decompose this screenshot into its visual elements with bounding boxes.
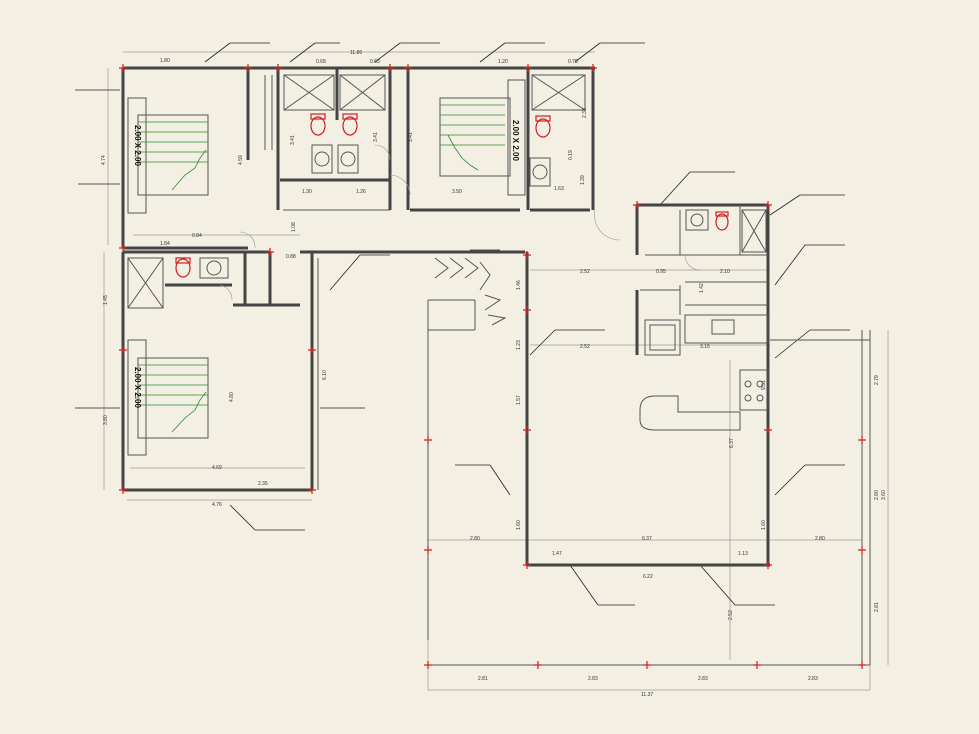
svg-text:0.84: 0.84	[192, 233, 202, 239]
svg-text:6.10: 6.10	[322, 370, 328, 380]
bed-3-size: 2.00 X 2.00	[133, 367, 142, 408]
svg-text:0.78: 0.78	[568, 59, 578, 65]
svg-text:3.80: 3.80	[103, 415, 109, 425]
svg-text:1.20: 1.20	[498, 59, 508, 65]
svg-text:4.69: 4.69	[212, 465, 222, 471]
svg-text:1.39: 1.39	[580, 175, 586, 185]
walls	[121, 66, 871, 666]
svg-text:6.37: 6.37	[642, 536, 652, 542]
svg-text:2.80: 2.80	[874, 490, 880, 500]
bed-1-size: 2.00 X 2.00	[133, 125, 142, 166]
svg-text:1.57: 1.57	[516, 395, 522, 405]
leader-lines	[75, 42, 850, 606]
dimension-lines	[103, 51, 889, 691]
svg-text:1.08: 1.08	[291, 222, 297, 232]
bed-2: 2.00 X 2.00	[439, 79, 526, 196]
svg-text:1.47: 1.47	[552, 551, 562, 557]
toilets	[175, 113, 729, 278]
bed-3: 2.00 X 2.00	[127, 339, 209, 456]
svg-text:4.76: 4.76	[212, 502, 222, 508]
svg-text:1.46: 1.46	[516, 280, 522, 290]
svg-text:2.53: 2.53	[728, 610, 734, 620]
svg-text:0.88: 0.88	[286, 254, 296, 260]
column-markers	[119, 64, 866, 669]
svg-text:6.22: 6.22	[643, 574, 653, 580]
svg-text:1.26: 1.26	[356, 189, 366, 195]
svg-text:11.86: 11.86	[350, 50, 362, 56]
svg-text:4.80: 4.80	[229, 392, 235, 402]
svg-text:11.37: 11.37	[641, 692, 653, 698]
svg-text:1.45: 1.45	[103, 295, 109, 305]
svg-text:2.10: 2.10	[720, 269, 730, 275]
stairs	[434, 257, 507, 326]
svg-text:3.60: 3.60	[881, 490, 887, 500]
svg-text:1.80: 1.80	[160, 58, 170, 64]
bed-2-size: 2.00 X 2.00	[511, 120, 520, 161]
bathrooms	[127, 74, 767, 309]
svg-text:2.83: 2.83	[698, 676, 708, 682]
door-swings	[219, 144, 701, 301]
svg-text:2.79: 2.79	[874, 375, 880, 385]
svg-text:1.23: 1.23	[516, 340, 522, 350]
svg-text:0.63: 0.63	[370, 59, 380, 65]
svg-text:1.60: 1.60	[761, 520, 767, 530]
svg-text:3.41: 3.41	[408, 132, 414, 142]
svg-text:6.37: 6.37	[729, 438, 735, 448]
svg-text:2.52: 2.52	[580, 344, 590, 350]
svg-text:2.35: 2.35	[258, 481, 268, 487]
bed-1: 2.00 X 2.00	[127, 97, 209, 214]
dimension-labels: 1.80 11.86 0.68 0.63 1.20 0.78 4.74 4.59…	[101, 50, 887, 698]
svg-text:3.41: 3.41	[373, 132, 379, 142]
svg-text:0.95: 0.95	[656, 269, 666, 275]
svg-text:2.83: 2.83	[588, 676, 598, 682]
svg-text:1.60: 1.60	[516, 520, 522, 530]
svg-text:9.51: 9.51	[761, 380, 767, 390]
svg-text:1.84: 1.84	[160, 241, 170, 247]
svg-text:2.81: 2.81	[874, 602, 880, 612]
svg-text:1.13: 1.13	[738, 551, 748, 557]
svg-text:4.74: 4.74	[101, 155, 107, 165]
svg-text:2.83: 2.83	[808, 676, 818, 682]
svg-text:3.50: 3.50	[452, 189, 462, 195]
svg-text:4.59: 4.59	[238, 155, 244, 165]
svg-text:2.52: 2.52	[580, 269, 590, 275]
svg-text:0.19: 0.19	[568, 150, 574, 160]
svg-text:2.80: 2.80	[815, 536, 825, 542]
svg-text:3.15: 3.15	[700, 344, 710, 350]
svg-text:1.30: 1.30	[302, 189, 312, 195]
svg-text:3.41: 3.41	[290, 135, 296, 145]
svg-text:2.33: 2.33	[582, 108, 588, 118]
svg-text:2.81: 2.81	[478, 676, 488, 682]
svg-text:2.80: 2.80	[470, 536, 480, 542]
svg-text:0.68: 0.68	[316, 59, 326, 65]
kitchen-counters	[639, 314, 769, 431]
svg-text:1.63: 1.63	[554, 186, 564, 192]
svg-text:1.42: 1.42	[699, 283, 705, 293]
